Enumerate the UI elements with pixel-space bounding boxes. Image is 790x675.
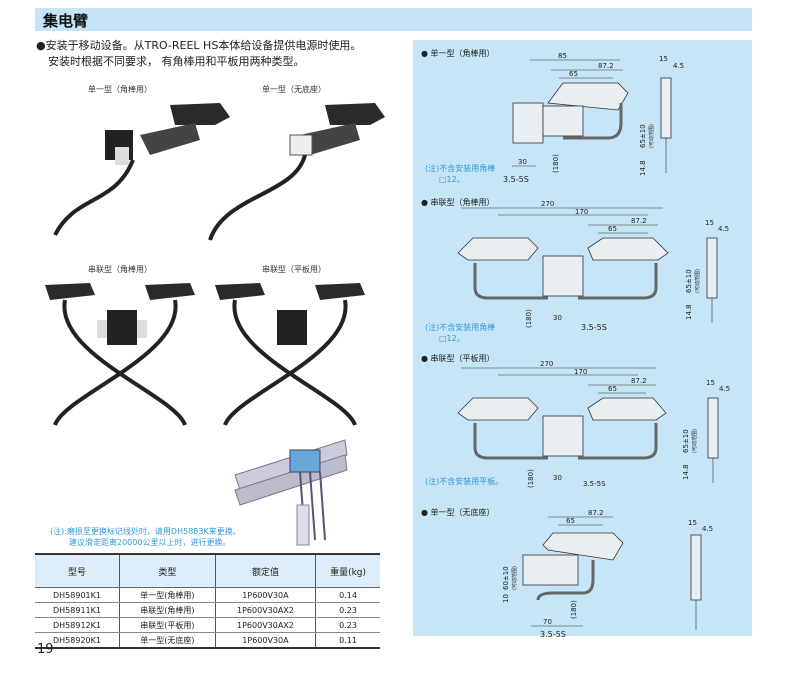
svg-text:(可动范围): (可动范围) bbox=[511, 566, 518, 590]
col-type: 类型 bbox=[118, 553, 216, 588]
svg-text:87.2: 87.2 bbox=[598, 62, 614, 70]
intro-line-2: 安装时根据不同要求， 有角棒用和平板用两种类型。 bbox=[48, 55, 305, 68]
svg-text:4.5: 4.5 bbox=[718, 225, 729, 233]
col-rating: 额定值 bbox=[214, 553, 316, 588]
svg-text:(180): (180) bbox=[570, 600, 578, 619]
drawing-single-nobase: 87.2 65 60±10 (可动范围) 10 (180) 70 3.5-5S … bbox=[502, 509, 713, 639]
svg-text:14.8: 14.8 bbox=[682, 464, 690, 480]
photo-label-single-nobase: 单一型（无底座） bbox=[262, 85, 326, 94]
svg-text:15: 15 bbox=[688, 519, 697, 527]
svg-text:3.5-5S: 3.5-5S bbox=[583, 480, 606, 488]
svg-text:14.8: 14.8 bbox=[639, 160, 647, 176]
photo-tandem-flat bbox=[215, 283, 365, 426]
cable-terminal-label: 3.5-5S bbox=[503, 175, 529, 184]
svg-text:(180): (180) bbox=[552, 154, 560, 173]
wear-note: (注):磨损至更换标记线处时，请用DH5883K来更换。 建议滑走距离20000… bbox=[50, 526, 241, 548]
svg-text:4.5: 4.5 bbox=[702, 525, 713, 533]
section-header: 集电臂 bbox=[35, 8, 752, 31]
drawing-note-tandem-angle: (注)不含安装用角棒□12。 bbox=[425, 323, 496, 343]
svg-text:65±10: 65±10 bbox=[639, 124, 647, 148]
svg-text:4.5: 4.5 bbox=[673, 62, 684, 70]
svg-text:65: 65 bbox=[608, 385, 617, 393]
drawing-title-single-angle: ● 单一型（角棒用） bbox=[421, 49, 495, 58]
svg-text:15: 15 bbox=[659, 55, 668, 63]
svg-text:10: 10 bbox=[502, 594, 510, 603]
photo-label-tandem-angle: 串联型（角棒用） bbox=[88, 265, 152, 274]
svg-text:(可动范围): (可动范围) bbox=[691, 429, 698, 453]
svg-text:(可动范围): (可动范围) bbox=[694, 269, 701, 293]
svg-text:270: 270 bbox=[540, 360, 553, 368]
drawing-title-tandem-angle: ● 串联型（角棒用） bbox=[421, 198, 495, 207]
drawing-title-tandem-flat: ● 串联型（平板用） bbox=[421, 354, 495, 363]
col-weight: 重量(kg) bbox=[315, 553, 380, 588]
svg-text:270: 270 bbox=[541, 200, 554, 208]
svg-text:30: 30 bbox=[553, 474, 562, 482]
svg-text:30: 30 bbox=[553, 314, 562, 322]
cable-terminal-label: 3.5-5S bbox=[581, 323, 607, 332]
drawing-note-tandem-flat: (注)不含安装用平板。 bbox=[425, 477, 504, 486]
drawing-title-single-nobase: ● 单一型（无底座） bbox=[421, 508, 495, 517]
drawing-tandem-angle: 270 170 87.2 65 65±10 (可动范围) 14.8 30 (18… bbox=[457, 200, 729, 332]
svg-text:85: 85 bbox=[558, 52, 567, 60]
drawings-panel: ● 单一型（角棒用） (注)不含安装用角棒□12。 85 87.2 65 65±… bbox=[413, 40, 752, 639]
svg-text:65: 65 bbox=[566, 517, 575, 525]
photo-tandem-angle bbox=[45, 283, 195, 426]
svg-text:65±10: 65±10 bbox=[685, 269, 693, 293]
svg-text:(180): (180) bbox=[527, 469, 535, 488]
svg-text:15: 15 bbox=[705, 219, 714, 227]
svg-text:65: 65 bbox=[569, 70, 578, 78]
photo-rail-installation bbox=[234, 439, 348, 546]
svg-text:170: 170 bbox=[575, 208, 588, 216]
svg-text:87.2: 87.2 bbox=[631, 217, 647, 225]
photo-label-tandem-flat: 串联型（平板用） bbox=[262, 265, 326, 274]
drawing-tandem-flat: 270 170 87.2 65 65±10 (可动范围) 14.8 30 (18… bbox=[457, 360, 730, 488]
svg-text:15: 15 bbox=[706, 379, 715, 387]
wear-note-line-1: (注):磨损至更换标记线处时，请用DH5883K来更换。 bbox=[50, 527, 241, 536]
svg-text:65: 65 bbox=[608, 225, 617, 233]
svg-text:(180): (180) bbox=[525, 309, 533, 328]
intro-line-1: ●安装于移动设备。从TRO-REEL HS本体给设备提供电源时使用。 bbox=[36, 39, 362, 52]
svg-text:87.2: 87.2 bbox=[631, 377, 647, 385]
svg-text:30: 30 bbox=[518, 158, 527, 166]
cable-terminal-label: 3.5-5S bbox=[540, 630, 566, 639]
svg-text:4.5: 4.5 bbox=[719, 385, 730, 393]
table-header-row: 型号 类型 额定值 重量(kg) bbox=[35, 553, 380, 588]
col-model: 型号 bbox=[35, 553, 120, 588]
photo-label-single-angle: 单一型（角棒用） bbox=[88, 85, 152, 94]
wear-note-line-2: 建议滑走距离20000公里以上时，进行更换。 bbox=[69, 538, 231, 547]
svg-text:170: 170 bbox=[574, 368, 587, 376]
photo-single-angle bbox=[53, 103, 230, 236]
section-title: 集电臂 bbox=[43, 12, 89, 30]
photo-single-nobase bbox=[208, 103, 385, 241]
svg-text:70: 70 bbox=[543, 618, 552, 626]
svg-text:(可动范围): (可动范围) bbox=[648, 124, 655, 148]
drawing-single-angle: 85 87.2 65 65±10 (可动范围) 14.8 30 (180) 3.… bbox=[503, 52, 684, 184]
page-number: 19 bbox=[37, 642, 54, 657]
product-photos bbox=[45, 103, 385, 546]
svg-text:14.8: 14.8 bbox=[685, 304, 693, 320]
svg-text:60±10: 60±10 bbox=[502, 566, 510, 590]
svg-text:65±10: 65±10 bbox=[682, 429, 690, 453]
drawing-note-single-angle: (注)不含安装用角棒□12。 bbox=[425, 164, 496, 184]
svg-text:87.2: 87.2 bbox=[588, 509, 604, 517]
